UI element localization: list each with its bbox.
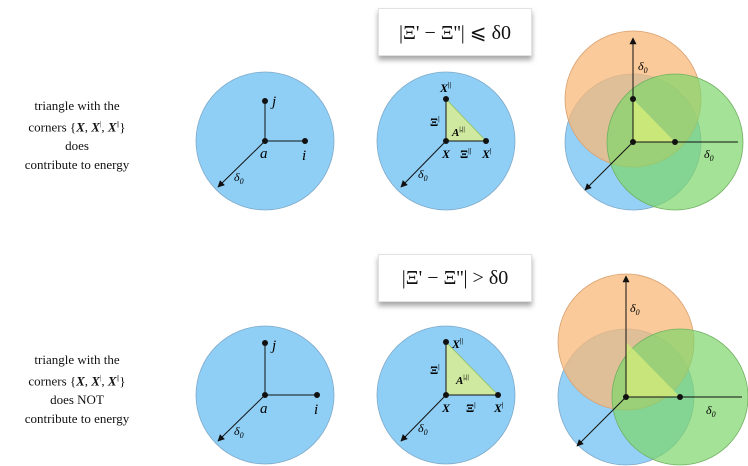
row1-line1: triangle with the [34,98,120,113]
row2-description: triangle with the corners {X, X|, X||} d… [2,350,152,428]
label-A: A|,|| [455,375,469,387]
row1-overlap-triangle [633,99,675,142]
row2-line4: contribute to energy [24,411,130,427]
row1-panel-triangle: X|| Ξ| A|,|| X Ξ|| X| δ0 [376,71,516,211]
row2-panel-triangle: X|| Ξ| A|,|| X Ξ| X| δ0 [376,325,516,465]
label-delta0: δ0 [234,170,244,186]
condition-banner-1: |Ξ' − Ξ''| ⩽ δ0 [378,8,532,56]
label-Xi-double: Ξ|| [460,147,472,161]
row1-line2: corners {X, X|, X||} [28,119,126,135]
label-delta0-top: δ0 [630,301,640,317]
label-X-single: X| [493,401,504,415]
label-X: X [441,401,451,415]
label-i: i [314,402,318,418]
row2-line2: corners {X, X|, X||} [28,373,126,389]
row1-line3: does [65,138,89,154]
label-X-single: X| [481,147,492,161]
row1-panel-overlap: δ0 δ0 [564,30,744,211]
label-Xi-single: Ξ| [430,115,440,129]
condition-text-2: |Ξ' − Ξ''| > δ0 [401,266,509,289]
label-Xi-single: Ξ| [430,363,440,377]
row2-overlap-triangle [626,342,680,397]
label-delta0-right: δ0 [704,147,714,163]
row1-line4: contribute to energy [24,157,130,173]
label-X: X [441,147,451,161]
row2-line3: does NOT [50,392,104,408]
row1-description: triangle with the corners {X, X|, X||} d… [2,96,152,174]
label-delta0: δ0 [418,167,428,183]
row1-panel-neighbourhood: j a i δ0 [195,71,335,211]
label-i: i [302,148,306,164]
label-delta0-right: δ0 [706,403,716,419]
row2-line1: triangle with the [34,352,120,367]
row2-panel-neighbourhood: j a i δ0 [195,325,335,465]
condition-text-1: |Ξ' − Ξ''| ⩽ δ0 [398,21,511,44]
label-delta0: δ0 [418,421,428,437]
row2-panel-overlap: δ0 δ0 [557,273,748,466]
label-a: a [260,146,268,162]
label-X-dbl: X|| [451,337,463,351]
label-delta0-top: δ0 [638,59,648,75]
label-j: j [270,94,276,110]
label-delta0: δ0 [234,424,244,440]
condition-banner-2: |Ξ' − Ξ''| > δ0 [378,254,532,302]
label-j: j [270,338,276,354]
label-a: a [260,401,268,417]
label-A: A|,|| [451,127,465,139]
label-X-dbl: X|| [439,81,451,95]
label-Xi-double: Ξ| [466,401,476,415]
